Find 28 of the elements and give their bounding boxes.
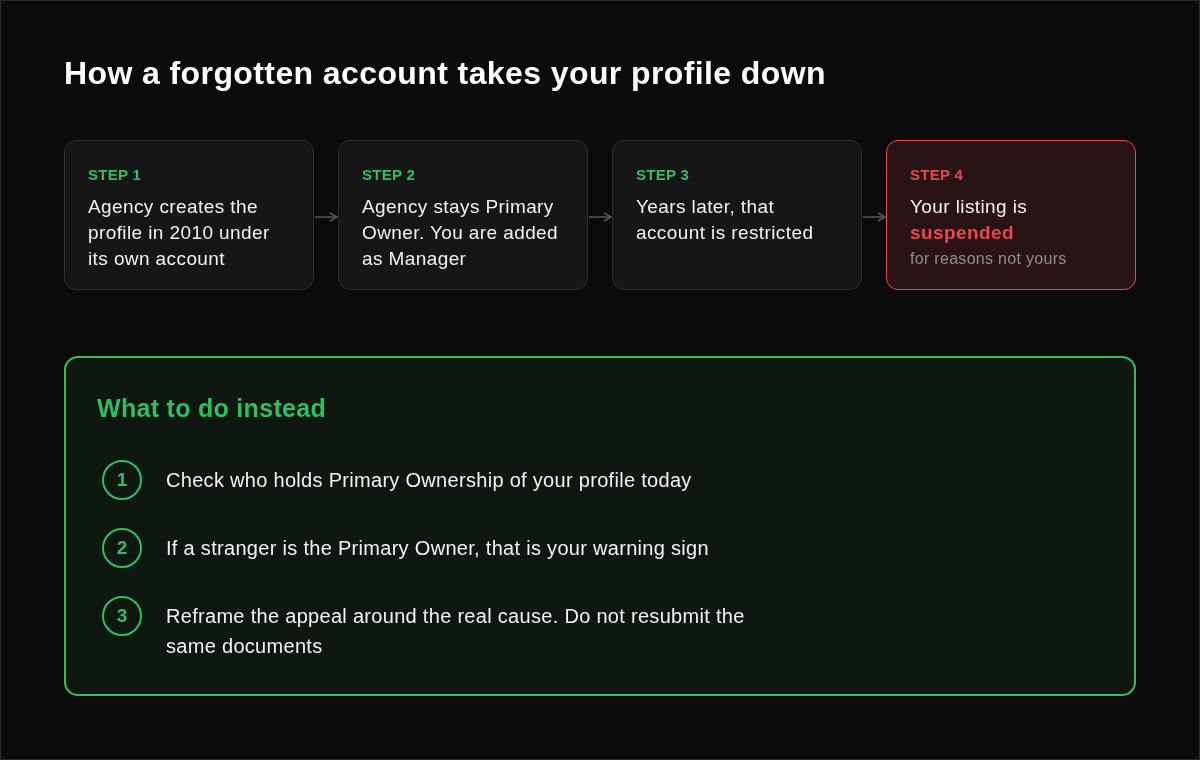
step-label: STEP 1	[88, 165, 143, 184]
note-text: for reasons not yours	[910, 249, 1068, 269]
panel-heading: What to do instead	[97, 393, 326, 423]
step-card	[612, 140, 862, 290]
step-label: STEP 2	[362, 165, 417, 184]
arrow	[314, 212, 338, 222]
step-description: Years later, that account is restricted	[636, 195, 815, 245]
step-description: Agency stays Primary Owner. You are added as Manager	[362, 195, 560, 271]
number-circle	[102, 460, 142, 500]
number-circle	[102, 596, 142, 636]
tip-text: If a stranger is the Primary Owner, that is your warning sign	[166, 536, 710, 561]
arrow	[588, 212, 612, 222]
tip-text: Check who holds Primary Ownership of your profile today	[166, 468, 693, 493]
title: How a forgotten account takes your profile down	[64, 54, 826, 92]
alert-card	[886, 140, 1136, 290]
number-circle	[102, 528, 142, 568]
list-number: 3	[116, 606, 128, 626]
step-label: STEP 3	[636, 165, 691, 184]
step-description: Agency creates the profile in 2010 under its own account	[88, 195, 271, 271]
tip-text: Reframe the appeal around the real cause. Do not resubmit the same documents	[166, 604, 746, 659]
step-card	[338, 140, 588, 290]
list-number: 2	[116, 538, 128, 558]
tip-panel	[64, 356, 1136, 696]
step-card	[64, 140, 314, 290]
arrow	[862, 212, 886, 222]
list-number: 1	[116, 470, 128, 490]
step-label: STEP 4	[910, 165, 965, 184]
step-description: Your listing is suspended	[910, 195, 1029, 245]
